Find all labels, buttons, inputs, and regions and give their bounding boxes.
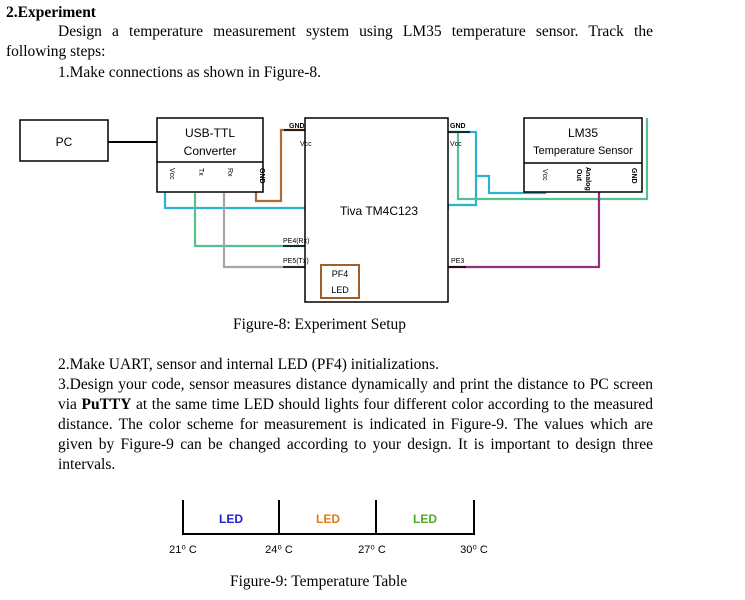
temp-label-27: 27⁰ C xyxy=(358,544,386,556)
section-number: 2 xyxy=(6,4,14,21)
led-label-orange: LED xyxy=(316,512,340,526)
usb-pin-vcc: Vcc xyxy=(168,168,175,180)
usb-ttl-label-1: USB-TTL xyxy=(185,126,235,140)
lm35-box xyxy=(523,117,643,193)
lm35-pin-gnd: GND xyxy=(630,168,637,184)
pf4-led-label: LED xyxy=(331,285,349,295)
led-label-green: LED xyxy=(413,512,437,526)
temp-label-21: 21⁰ C xyxy=(169,544,197,556)
figure-8-diagram: PC USB-TTL Converter Vcc Tx Rx GND GND V… xyxy=(19,117,649,303)
wire-usb-rx-gray xyxy=(222,193,305,269)
lm35-pin-vcc: Vcc xyxy=(541,169,548,181)
figure-8-caption: Figure-8: Experiment Setup xyxy=(233,316,407,333)
mcu-pe3: PE3 xyxy=(451,258,464,265)
intro-paragraph: Design a temperature measurement system … xyxy=(6,23,653,60)
lm35-pin-analog-1: Analog xyxy=(584,167,591,191)
step-1: 1.Make connections as shown in Figure-8. xyxy=(58,64,322,81)
section-heading: 2.Experiment xyxy=(6,3,96,23)
usb-pin-rx: Rx xyxy=(226,168,233,177)
pf4-label: PF4 xyxy=(332,269,349,279)
step-3: 3.Design your code, sensor measures dist… xyxy=(58,375,653,475)
figure-9-temperature-table: LED LED LED 21⁰ C 24⁰ C 27⁰ C 30⁰ C xyxy=(169,500,488,556)
step-3-putty: PuTTY xyxy=(81,396,132,413)
mcu-label: Tiva TM4C123 xyxy=(340,204,418,218)
wire-pe3-purple xyxy=(448,192,601,269)
temp-label-24: 24⁰ C xyxy=(265,544,293,556)
step-2: 2.Make UART, sensor and internal LED (PF… xyxy=(58,356,440,373)
lm35-pin-analog-2: Out xyxy=(575,169,582,182)
usb-pin-tx: Tx xyxy=(197,168,204,176)
figure-9-caption: Figure-9: Temperature Table xyxy=(230,573,408,590)
usb-pin-gnd: GND xyxy=(258,168,265,184)
mcu-vcc-left: Vcc xyxy=(300,141,312,148)
section-title: .Experiment xyxy=(13,4,96,21)
pc-label: PC xyxy=(56,135,73,149)
pc-box xyxy=(19,119,109,162)
mcu-vcc-right: Vcc xyxy=(450,141,462,148)
step-3-text-a: 3.Design your code, sensor measures dist… xyxy=(58,376,653,413)
lm35-label-1: LM35 xyxy=(568,126,598,140)
led-label-blue: LED xyxy=(219,512,243,526)
pf4-led-box xyxy=(320,264,360,299)
mcu-gnd-right: GND xyxy=(450,123,466,130)
mcu-pe5: PE5(Tx) xyxy=(283,258,309,265)
wire-usb-tx-green xyxy=(193,193,305,248)
step-3-text-b: at the same time LED should lights four … xyxy=(58,396,653,473)
usb-ttl-label-2: Converter xyxy=(184,144,237,158)
mcu-gnd-left: GND xyxy=(289,123,305,130)
lm35-label-2: Temperature Sensor xyxy=(533,145,633,157)
temp-label-30: 30⁰ C xyxy=(460,544,488,556)
usb-ttl-box xyxy=(156,117,264,193)
mcu-pe4: PE4(Rx) xyxy=(283,238,309,245)
